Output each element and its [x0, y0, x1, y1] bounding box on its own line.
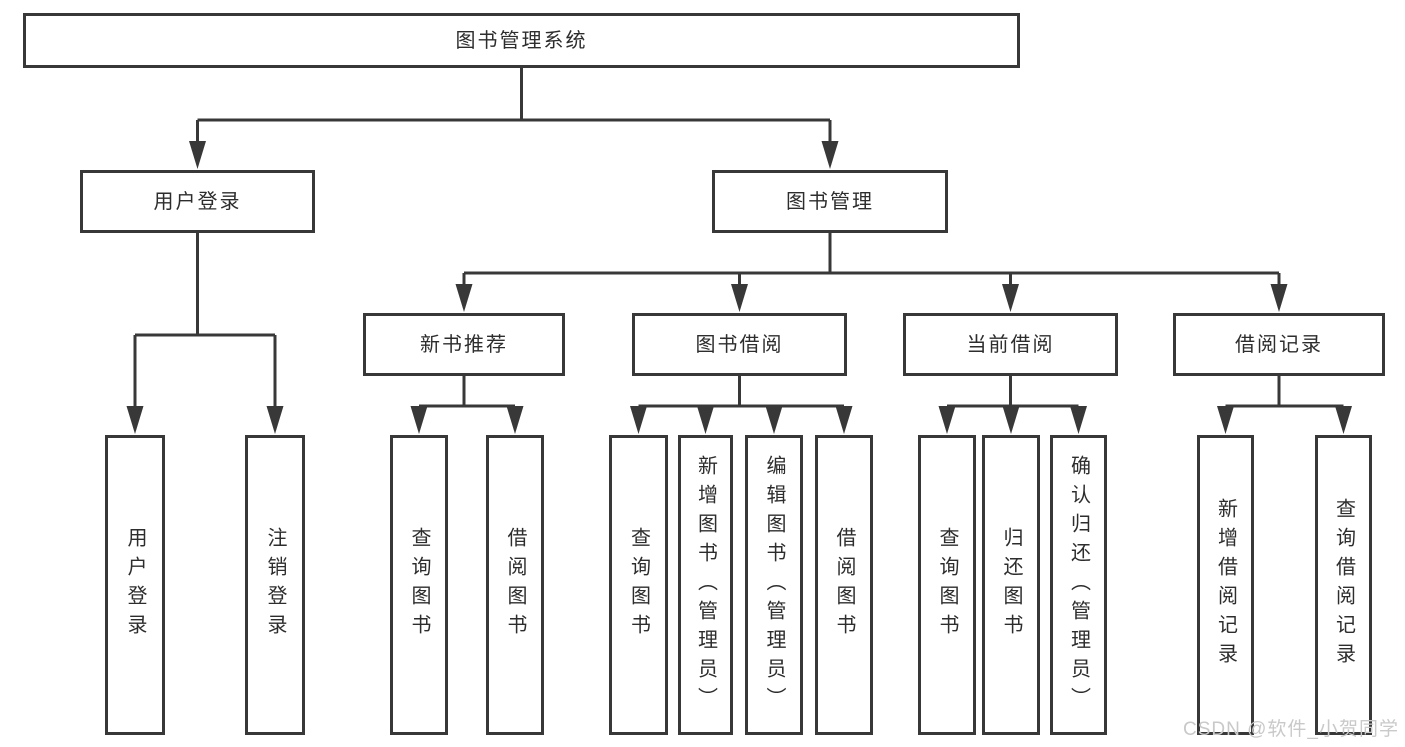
- arrowhead-icon: [266, 406, 284, 434]
- node-label-user-login: 用户登录: [153, 190, 242, 213]
- connector-group-5: [938, 376, 1087, 434]
- arrowhead-icon: [126, 406, 144, 434]
- node-leaf-borrow-books-borrow: 借阅图书: [815, 435, 873, 735]
- arrowhead-icon: [410, 406, 428, 434]
- arrowhead-icon: [189, 141, 206, 169]
- node-system-root: 图书管理系统: [23, 13, 1020, 68]
- connector-path: [196, 68, 832, 148]
- node-label-leaf-query-books-current: 查询图书: [936, 527, 958, 643]
- node-label-leaf-query-books-borrow: 查询图书: [627, 527, 650, 643]
- node-leaf-confirm-return-admin: 确认归还（管理员）: [1050, 435, 1107, 735]
- connector-path: [462, 233, 1281, 291]
- node-label-current-borrowing: 当前借阅: [966, 333, 1055, 356]
- arrowhead-icon: [630, 406, 647, 434]
- node-leaf-query-books-recommend: 查询图书: [390, 435, 448, 735]
- node-label-leaf-return-book: 归还图书: [1000, 527, 1022, 643]
- arrowhead-icon: [765, 406, 783, 434]
- node-leaf-add-book-admin: 新增图书（管理员）: [678, 435, 733, 735]
- node-label-borrowing-records: 借阅记录: [1235, 333, 1323, 356]
- node-label-leaf-query-books-recommend: 查询图书: [408, 527, 430, 643]
- node-leaf-edit-book-admin: 编辑图书（管理员）: [745, 435, 803, 735]
- node-leaf-query-borrow-record: 查询借阅记录: [1315, 435, 1372, 735]
- watermark: CSDN @软件_小贺同学: [1183, 719, 1399, 740]
- node-label-leaf-edit-book-admin: 编辑图书（管理员）: [763, 454, 785, 716]
- node-new-book-recommendation: 新书推荐: [363, 313, 565, 376]
- arrowhead-icon: [697, 406, 714, 434]
- arrowhead-icon: [506, 406, 524, 434]
- node-leaf-add-borrow-record: 新增借阅记录: [1197, 435, 1254, 735]
- node-leaf-return-book: 归还图书: [982, 435, 1040, 735]
- node-label-leaf-confirm-return-admin: 确认归还（管理员）: [1067, 454, 1090, 716]
- node-label-leaf-add-borrow-record: 新增借阅记录: [1214, 498, 1237, 672]
- connector-group-4: [630, 376, 853, 434]
- node-label-leaf-logout: 注销登录: [264, 527, 286, 643]
- node-label-book-borrowing: 图书借阅: [695, 333, 784, 356]
- node-user-login: 用户登录: [80, 170, 315, 233]
- connector-path: [417, 376, 517, 413]
- node-book-borrowing: 图书借阅: [632, 313, 847, 376]
- arrowhead-icon: [1002, 284, 1019, 312]
- node-borrowing-records: 借阅记录: [1173, 313, 1385, 376]
- node-leaf-logout: 注销登录: [245, 435, 305, 735]
- connector-path: [1224, 376, 1345, 413]
- connector-group-2: [455, 233, 1288, 312]
- node-label-leaf-user-login: 用户登录: [124, 527, 146, 643]
- connector-group-1: [126, 233, 284, 434]
- arrowhead-icon: [938, 406, 956, 434]
- node-leaf-query-books-current: 查询图书: [918, 435, 976, 735]
- arrowhead-icon: [1002, 406, 1020, 434]
- arrowhead-icon: [821, 141, 839, 169]
- arrowhead-icon: [1335, 406, 1352, 434]
- arrowhead-icon: [731, 284, 748, 312]
- node-leaf-query-books-borrow: 查询图书: [609, 435, 668, 735]
- arrowhead-icon: [1070, 406, 1087, 434]
- node-leaf-borrow-books-recommend: 借阅图书: [486, 435, 544, 735]
- arrowhead-icon: [455, 284, 473, 312]
- node-label-leaf-add-book-admin: 新增图书（管理员）: [694, 454, 717, 716]
- connector-path: [133, 233, 277, 413]
- arrowhead-icon: [1270, 284, 1288, 312]
- node-leaf-user-login: 用户登录: [105, 435, 165, 735]
- connector-path: [637, 376, 846, 413]
- arrowhead-icon: [1217, 406, 1234, 434]
- arrowhead-icon: [835, 406, 853, 434]
- node-label-leaf-borrow-books-recommend: 借阅图书: [504, 527, 526, 643]
- node-label-system-root: 图书管理系统: [455, 29, 588, 52]
- node-label-leaf-borrow-books-borrow: 借阅图书: [833, 527, 855, 643]
- connector-group-0: [189, 68, 839, 169]
- node-current-borrowing: 当前借阅: [903, 313, 1118, 376]
- connector-group-3: [410, 376, 524, 434]
- node-label-leaf-query-borrow-record: 查询借阅记录: [1332, 498, 1355, 672]
- node-label-new-book-recommendation: 新书推荐: [420, 333, 508, 356]
- node-label-book-management: 图书管理: [786, 190, 874, 213]
- connector-group-6: [1217, 376, 1352, 434]
- node-book-management: 图书管理: [712, 170, 948, 233]
